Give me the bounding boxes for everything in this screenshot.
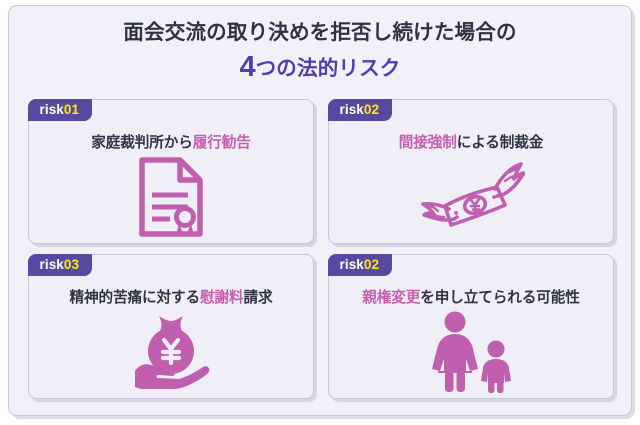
parent-and-child-icon bbox=[329, 311, 613, 393]
risk-count-number: 4 bbox=[239, 51, 256, 84]
money-bag-in-hand-icon bbox=[29, 311, 313, 392]
page-title: 面会交流の取り決めを拒否し続けた場合の 4つの法的リスク bbox=[9, 6, 631, 92]
risk-badge-label: risk bbox=[339, 257, 364, 272]
risk-card-heading: 親権変更を申し立てられる可能性 bbox=[329, 286, 613, 307]
winged-money-icon bbox=[329, 156, 613, 237]
risk-card-heading: 精神的苦痛に対する慰謝料請求 bbox=[29, 286, 313, 307]
heading-text-before: 精神的苦痛に対する bbox=[69, 290, 201, 306]
heading-text-after: 請求 bbox=[243, 290, 273, 306]
risk-badge-number: 02 bbox=[363, 257, 380, 272]
risk-card-heading: 家庭裁判所から履行勧告 bbox=[29, 131, 313, 152]
title-line-2: 4つの法的リスク bbox=[19, 49, 621, 86]
heading-highlight: 履行勧告 bbox=[192, 135, 251, 151]
risk-badge-label: risk bbox=[339, 102, 364, 117]
risk-badge-number: 03 bbox=[63, 257, 80, 272]
heading-text-before: 家庭裁判所から bbox=[91, 135, 193, 151]
heading-highlight: 間接強制 bbox=[398, 135, 457, 151]
risk-badge-number: 01 bbox=[63, 102, 80, 117]
risk-badge-number: 02 bbox=[363, 102, 380, 117]
risk-card-heading: 間接強制による制裁金 bbox=[329, 131, 613, 152]
heading-text-after: を申し立てられる可能性 bbox=[420, 290, 580, 306]
heading-highlight: 親権変更 bbox=[362, 290, 421, 306]
risk-badge-label: risk bbox=[39, 257, 64, 272]
heading-text-after: による制裁金 bbox=[456, 135, 544, 151]
title-line-2-text: つの法的リスク bbox=[255, 57, 401, 81]
heading-highlight: 慰謝料 bbox=[199, 290, 244, 306]
risk-badge-label: risk bbox=[39, 102, 64, 117]
title-line-1: 面会交流の取り決めを拒否し続けた場合の bbox=[123, 21, 517, 44]
certificate-document-icon bbox=[29, 156, 313, 237]
